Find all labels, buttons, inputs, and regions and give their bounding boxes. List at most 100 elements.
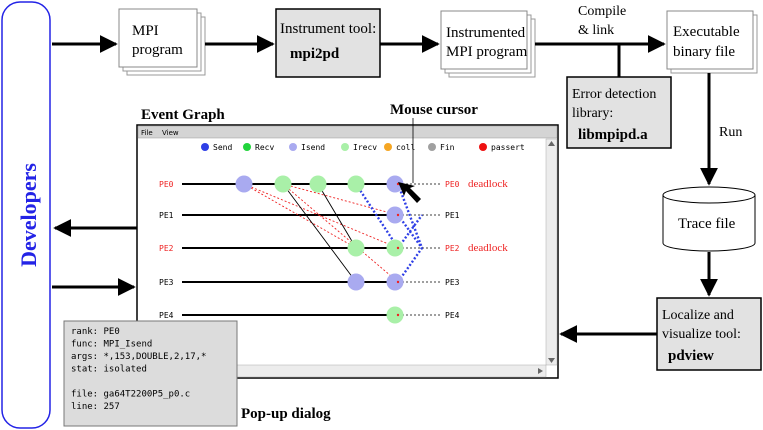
legend-label-isend: Isend: [301, 143, 325, 152]
scroll-right-arrow-icon[interactable]: [538, 368, 543, 374]
process-right-label-2: PE2: [445, 244, 460, 253]
scrollbar-vertical[interactable]: [545, 138, 558, 366]
legend-dot-isend: [289, 143, 297, 151]
popup-line-6: line: 257: [71, 402, 120, 412]
event-node-10[interactable]: [386, 306, 404, 324]
localize-tool-node: Localize and visualize tool: pdview: [656, 297, 762, 371]
error-library-label-2: library:: [572, 106, 613, 121]
legend-dot-irecv: [341, 143, 349, 151]
message-edge-black-0: [282, 183, 357, 283]
event-marker-1: [396, 213, 400, 217]
scroll-down-arrow-icon[interactable]: [548, 358, 555, 363]
menu-file[interactable]: File: [141, 129, 153, 137]
event-node-8[interactable]: [347, 273, 365, 291]
process-right-label-3: PE3: [445, 278, 460, 287]
legend-label-fin: Fin: [440, 143, 455, 152]
event-marker-4: [396, 313, 400, 317]
menu-view[interactable]: View: [162, 129, 179, 137]
event-node-6[interactable]: [347, 239, 365, 257]
compile-label-1: Compile: [578, 4, 626, 19]
event-marker-0: [396, 182, 400, 186]
developers-bar: Developers: [1, 1, 51, 429]
localize-label-1: Localize and: [662, 308, 734, 323]
process-label-3: PE3: [159, 278, 174, 287]
executable-label-2: binary file: [673, 44, 735, 60]
process-right-label-4: PE4: [445, 311, 460, 320]
event-marker-2: [396, 246, 400, 250]
localize-label-2: visualize tool:: [662, 327, 741, 342]
legend-dot-recv: [243, 143, 251, 151]
popup-line-0: rank: PE0: [71, 327, 120, 337]
legend-label-passert: passert: [491, 143, 525, 152]
event-node-1[interactable]: [274, 175, 292, 193]
message-edge-red-1: [282, 183, 399, 283]
instrument-tool-label: Instrument tool:: [280, 21, 376, 37]
process-status-0: deadlock: [468, 178, 508, 190]
instrumented-label-1: Instrumented: [446, 25, 526, 41]
popup-line-5: file: ga64T2200P5_p0.c: [71, 390, 190, 400]
compile-label-2: & link: [578, 23, 614, 38]
legend-dot-fin: [428, 143, 436, 151]
process-label-2: PE2: [159, 244, 174, 253]
mpi-program-label-1: MPI: [132, 23, 159, 39]
instrumented-label-2: MPI program: [446, 44, 528, 60]
process-status-2: deadlock: [468, 242, 508, 254]
legend-label-coll: coll: [396, 143, 415, 152]
localize-tool-name: pdview: [668, 348, 714, 364]
error-library-label-1: Error detection: [572, 87, 656, 102]
popup-dialog: rank: PE0 func: MPI_Isend args: *,153,DOUB…: [63, 320, 238, 427]
event-legend: Send Recv Isend Irecv coll Fin passert: [201, 143, 525, 152]
executable-node: Executable binary file: [666, 10, 758, 74]
popup-line-1: func: MPI_Isend: [71, 340, 152, 350]
process-right-label-0: PE0: [445, 180, 460, 189]
executable-label-1: Executable: [673, 24, 740, 40]
event-node-4[interactable]: [386, 175, 404, 193]
mpi-program-node: MPI program: [118, 8, 206, 76]
message-edge-red-2: [243, 183, 357, 249]
deadlock-edge-1: [396, 183, 424, 249]
developers-label: Developers: [16, 163, 41, 267]
error-library-node: Error detection library: libmpipd.a: [566, 76, 672, 149]
event-node-9[interactable]: [386, 273, 404, 291]
event-node-5[interactable]: [386, 206, 404, 224]
mpi-program-label-2: program: [132, 42, 183, 58]
legend-label-recv: Recv: [255, 143, 274, 152]
legend-label-send: Send: [213, 143, 232, 152]
process-label-0: PE0: [159, 180, 174, 189]
run-label: Run: [719, 125, 742, 140]
trace-file-node: Trace file: [662, 186, 756, 252]
mouse-cursor-label: Mouse cursor: [390, 102, 478, 118]
event-node-3[interactable]: [347, 175, 365, 193]
popup-dialog-label: Pop-up dialog: [241, 406, 331, 422]
instrumented-program-node: Instrumented MPI program: [440, 10, 536, 78]
event-node-2[interactable]: [309, 175, 327, 193]
error-library-name: libmpipd.a: [578, 127, 648, 143]
process-label-1: PE1: [159, 211, 174, 220]
deadlock-edge-4: [397, 247, 423, 283]
deadlock-edge-0: [354, 183, 400, 249]
event-graph-title: Event Graph: [141, 107, 225, 123]
legend-label-irecv: Irecv: [353, 143, 377, 152]
event-node-7[interactable]: [386, 239, 404, 257]
instrument-tool-name: mpi2pd: [290, 46, 340, 62]
trace-file-label: Trace file: [678, 216, 736, 232]
message-edge-black-1: [317, 183, 357, 249]
legend-dot-passert: [479, 143, 487, 151]
scroll-up-arrow-icon[interactable]: [548, 141, 555, 146]
instrument-tool-node: Instrument tool: mpi2pd: [275, 8, 381, 78]
event-graph-window[interactable]: File View Send Recv Isend Irecv coll Fin passe…: [136, 124, 559, 379]
popup-line-3: stat: isolated: [71, 365, 147, 375]
mouse-cursor-icon: [398, 182, 421, 203]
flow-arrows: [52, 35, 718, 343]
legend-dot-send: [201, 143, 209, 151]
process-label-4: PE4: [159, 311, 174, 320]
event-graph-edges: [235, 175, 424, 324]
event-node-0[interactable]: [235, 175, 253, 193]
event-marker-3: [396, 280, 400, 284]
popup-line-2: args: *,153,DOUBLE,2,17,*: [71, 352, 206, 362]
process-right-label-1: PE1: [445, 211, 460, 220]
deadlock-edge-3: [397, 214, 423, 249]
